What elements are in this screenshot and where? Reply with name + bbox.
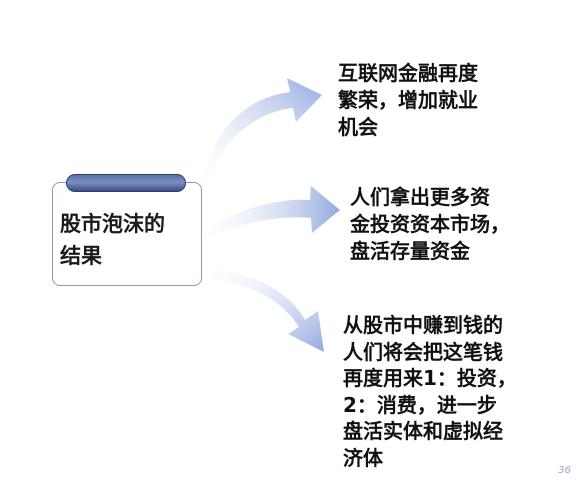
arrow-to-result-3 bbox=[204, 268, 324, 352]
page-number: 36 bbox=[558, 465, 571, 476]
result-text-3: 从股市中赚到钱的 人们将会把这笔钱 再度用来1：投资， 2：消费，进一步 盘活实… bbox=[343, 313, 517, 470]
result-text-2: 人们拿出更多资 金投资资本市场， 盘活存量资金 bbox=[350, 185, 510, 263]
result-text-1: 互联网金融再度 繁荣，增加就业 机会 bbox=[338, 61, 478, 139]
source-box-header-bar bbox=[66, 174, 186, 192]
source-label: 股市泡沫的 结果 bbox=[60, 212, 165, 268]
arrow-to-result-1 bbox=[202, 78, 322, 185]
arrow-to-result-2 bbox=[202, 186, 340, 240]
